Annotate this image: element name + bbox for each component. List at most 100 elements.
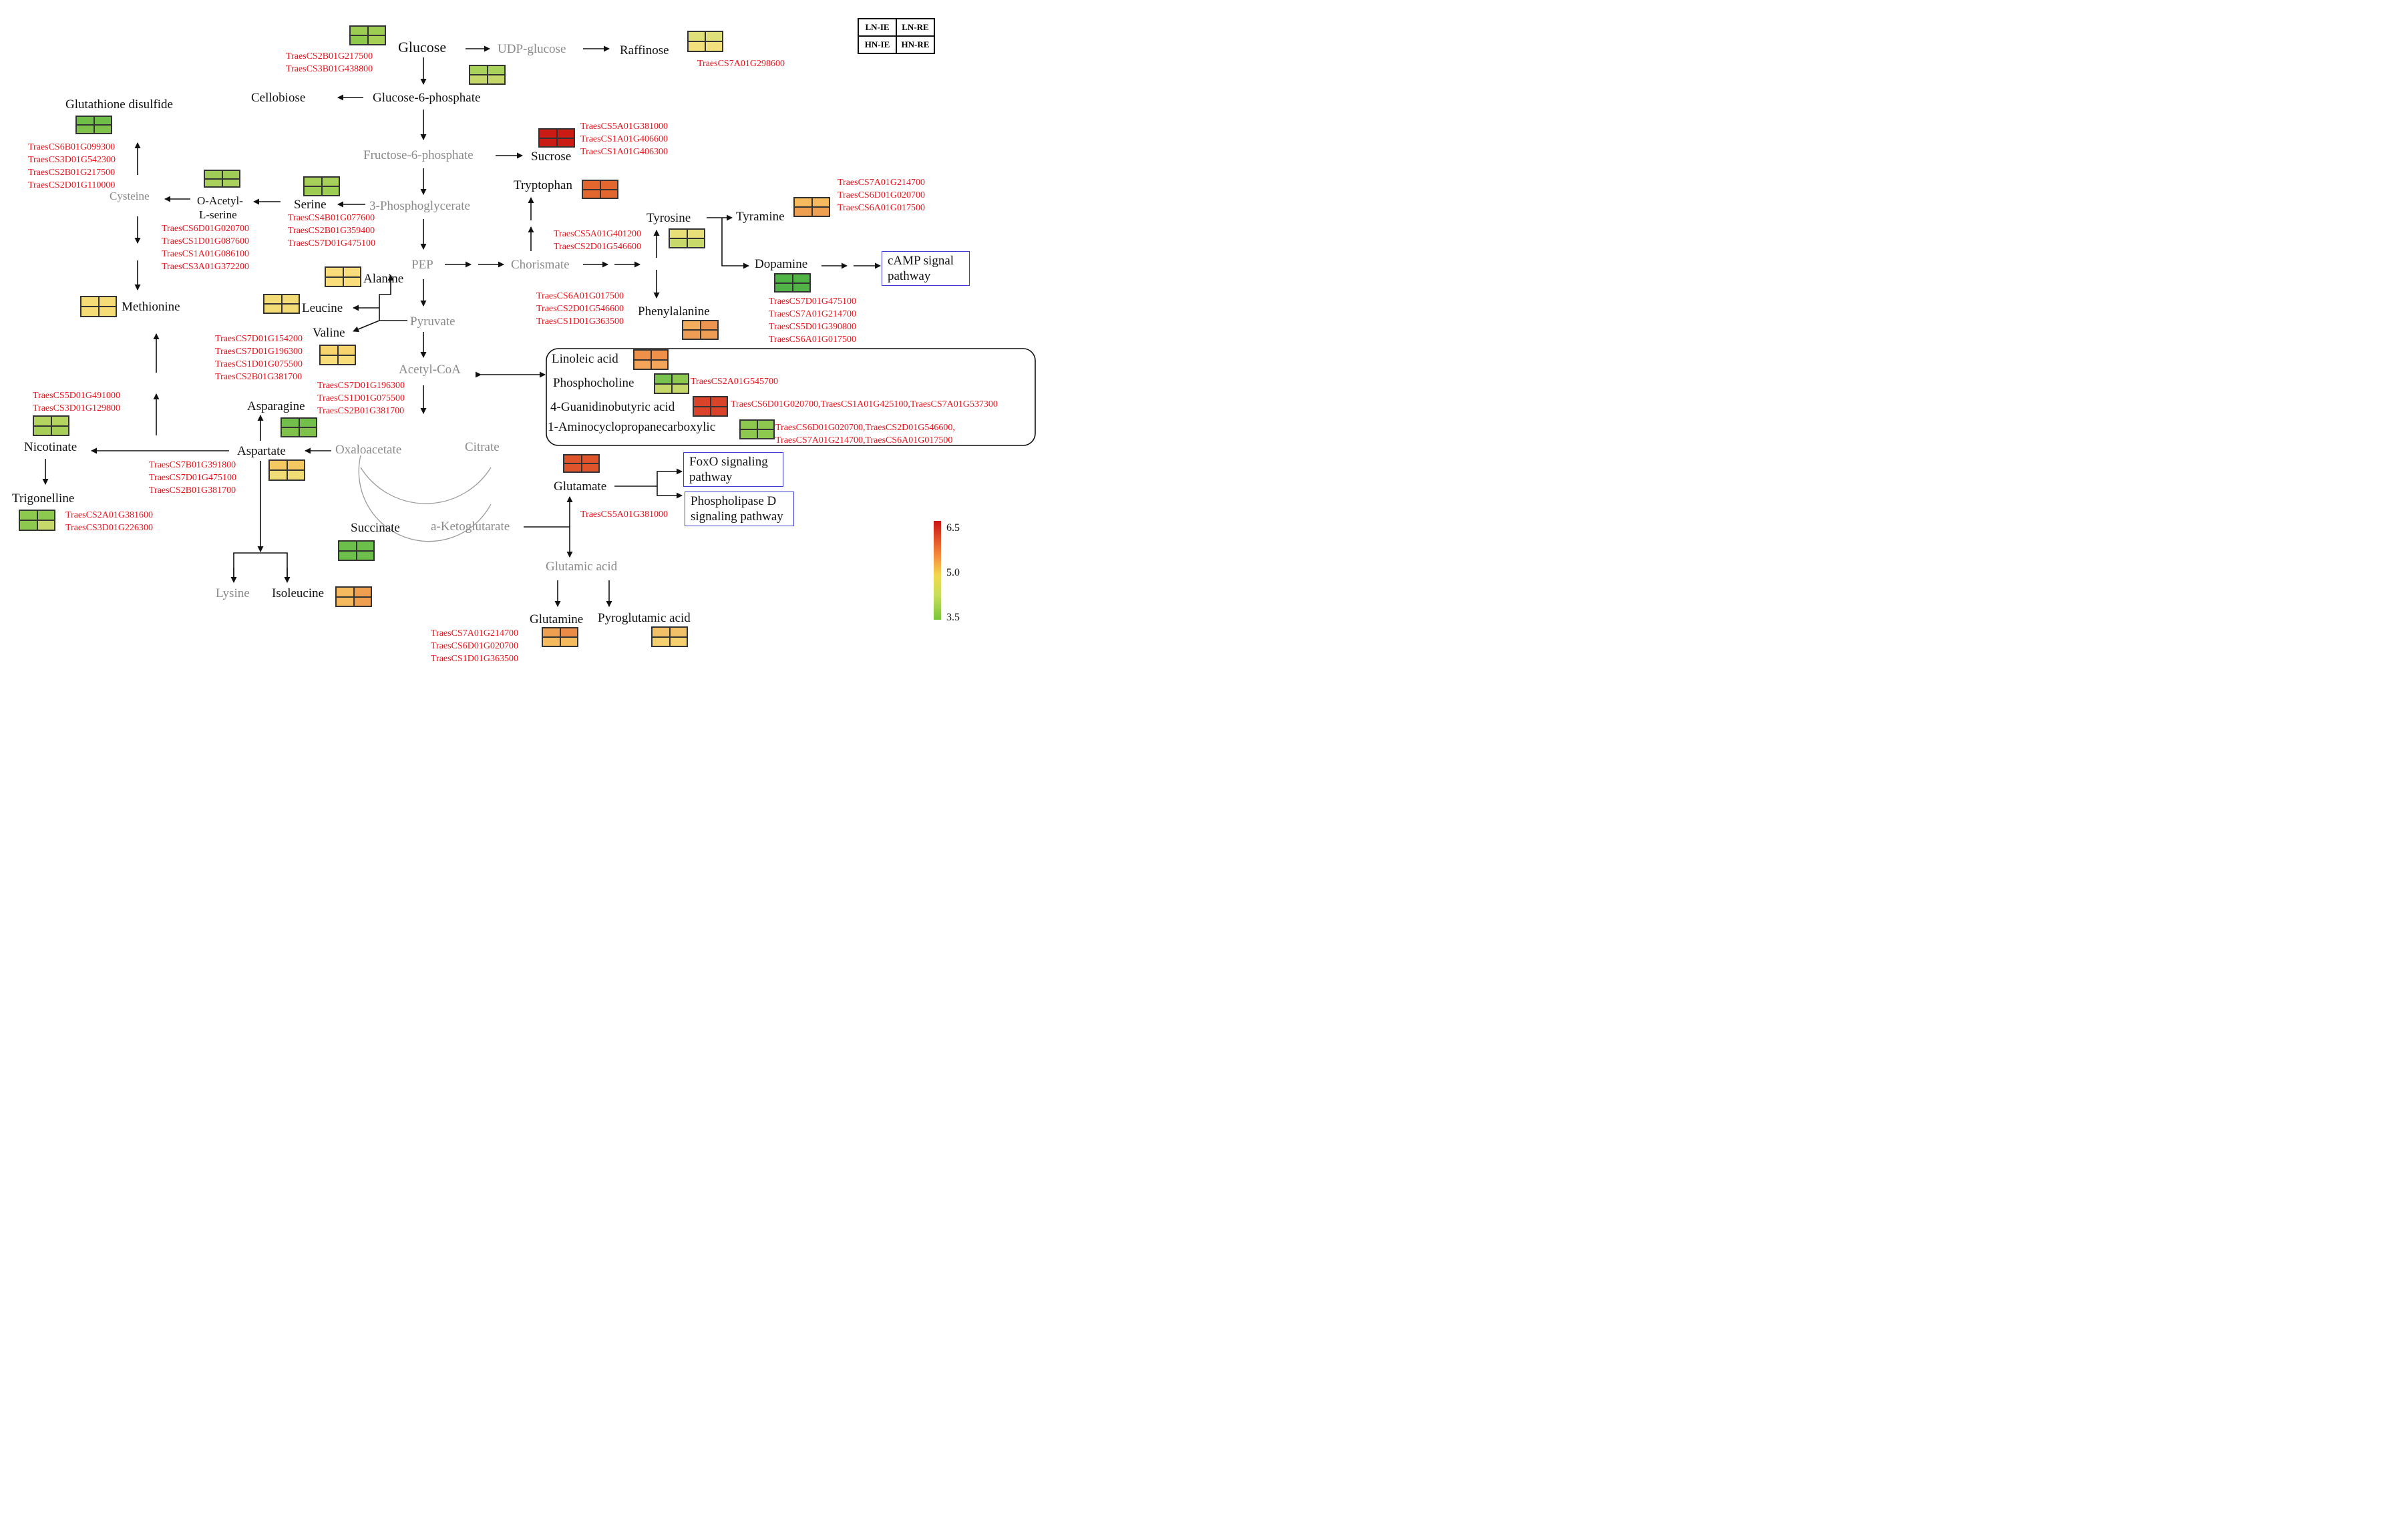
heatmap-phosphocholine <box>654 373 689 394</box>
heat-cell <box>287 470 305 480</box>
metabolite-glutathione-disulfide: Glutathione disulfide <box>65 98 173 112</box>
heat-cell <box>687 229 705 238</box>
gene-id: TraesCS3A01G372200 <box>162 262 249 272</box>
heatmap-serine <box>303 176 340 196</box>
gene-id: TraesCS2B01G381700 <box>215 372 303 382</box>
legend: LN-IE LN-RE HN-IE HN-RE <box>858 18 935 54</box>
heat-cell <box>470 75 488 84</box>
gene-id: TraesCS6A01G017500 <box>536 291 624 301</box>
heat-cell <box>204 178 222 187</box>
heat-cell <box>98 297 116 307</box>
metabolite-fructose-6-phosphate: Fructose-6-phosphate <box>363 148 474 162</box>
heat-cell <box>51 425 69 435</box>
heat-cell <box>367 26 385 35</box>
heat-cell <box>539 138 557 147</box>
heat-cell <box>794 207 812 216</box>
gene-id: TraesCS5D01G390800 <box>769 322 856 332</box>
pathway-foxo-line1: FoxO signaling <box>689 455 768 469</box>
metabolite-asparagine: Asparagine <box>247 399 305 413</box>
gene-id: TraesCS7B01G391800 <box>149 460 236 470</box>
pathway-camp-line2: pathway <box>888 269 931 283</box>
heat-cell <box>705 31 723 41</box>
heat-cell <box>556 129 574 138</box>
heat-cell <box>281 304 299 313</box>
metabolite-dopamine: Dopamine <box>755 257 808 271</box>
gene-id: TraesCS7A01G214700 <box>769 309 856 319</box>
heat-cell <box>98 307 116 317</box>
genes-raffinose: TraesCS7A01G298600 <box>697 57 785 70</box>
colorbar-max: 6.5 <box>946 522 960 534</box>
heat-cell <box>487 75 505 84</box>
heatmap-linoleic-acid <box>633 349 669 370</box>
heat-cell <box>204 170 222 179</box>
gene-id: TraesCS1A01G406300 <box>580 147 668 157</box>
gene-id: TraesCS6A01G017500 <box>838 203 925 213</box>
pathway-pld-line1: Phospholipase D <box>691 494 777 508</box>
heat-cell <box>350 26 368 35</box>
gene-id: TraesCS1D01G075500 <box>317 393 405 403</box>
heat-cell <box>19 510 37 520</box>
gene-id: TraesCS6D01G020700 <box>162 224 249 234</box>
gene-id: TraesCS6A01G017500 <box>769 335 856 345</box>
gene-id: TraesCS2B01G381700 <box>317 406 405 416</box>
pathway-foxo: FoxO signaling pathway <box>683 452 783 487</box>
gene-id: TraesCS7D01G154200 <box>215 334 303 344</box>
heat-cell <box>757 420 774 429</box>
heat-cell <box>264 304 282 313</box>
gene-id: TraesCS3D01G226300 <box>65 523 153 533</box>
pathway-foxo-line2: pathway <box>689 470 733 484</box>
heat-cell <box>671 374 689 384</box>
heat-cell <box>669 636 687 646</box>
gene-id: TraesCS2B01G381700 <box>149 486 236 496</box>
heat-cell <box>811 198 830 207</box>
heat-cell <box>37 520 55 530</box>
metabolite-isoleucine: Isoleucine <box>272 586 325 600</box>
heat-cell <box>320 345 338 355</box>
gene-id: TraesCS6D01G020700,TraesCS1A01G425100,Tr… <box>731 399 998 409</box>
metabolite-pyroglutamic-acid: Pyroglutamic acid <box>598 611 691 625</box>
metabolite-aspartate: Aspartate <box>237 444 286 458</box>
heat-cell <box>560 637 578 646</box>
gene-id: TraesCS3D01G542300 <box>28 155 116 165</box>
gene-id: TraesCS6D01G020700,TraesCS2D01G546600, <box>775 423 955 433</box>
heatmap-isoleucine <box>335 586 372 607</box>
genes-phosphocholine: TraesCS2A01G545700 <box>691 375 778 388</box>
heatmap-aspartate <box>268 459 305 481</box>
heat-cell <box>542 637 560 646</box>
gene-id: TraesCS1D01G363500 <box>536 317 624 327</box>
metabolite-serine: Serine <box>294 198 327 212</box>
heat-cell <box>740 420 757 429</box>
heatmap-glutamine <box>542 627 578 647</box>
heat-cell <box>600 189 618 198</box>
gene-id: TraesCS2D01G546600 <box>536 304 624 314</box>
heat-cell <box>710 397 727 407</box>
heat-cell <box>287 460 305 470</box>
gene-id: TraesCS7D01G475100 <box>149 473 236 483</box>
heat-cell <box>281 418 299 427</box>
pathway-pld-line2: signaling pathway <box>691 510 783 524</box>
heat-cell <box>775 274 793 283</box>
gene-id: TraesCS2D01G546600 <box>554 242 641 252</box>
gene-id: TraesCS7D01G196300 <box>215 347 303 357</box>
heat-cell <box>81 307 99 317</box>
heat-cell <box>651 359 668 369</box>
heat-cell <box>669 229 687 238</box>
metabolite-linoleic-acid: Linoleic acid <box>552 352 618 366</box>
metabolite-udp-glucose: UDP-glucose <box>498 42 566 56</box>
metabolite-leucine: Leucine <box>302 301 343 315</box>
metabolite-tryptophan: Tryptophan <box>514 178 572 192</box>
heatmap-o-acetyl-serine <box>204 170 240 188</box>
pathway-arrows <box>42 45 1036 607</box>
heatmap-glucose <box>349 25 386 45</box>
metabolite-tyrosine: Tyrosine <box>647 211 691 225</box>
metabolite-glucose: Glucose <box>398 39 447 55</box>
gene-id: TraesCS6D01G020700 <box>431 641 518 651</box>
